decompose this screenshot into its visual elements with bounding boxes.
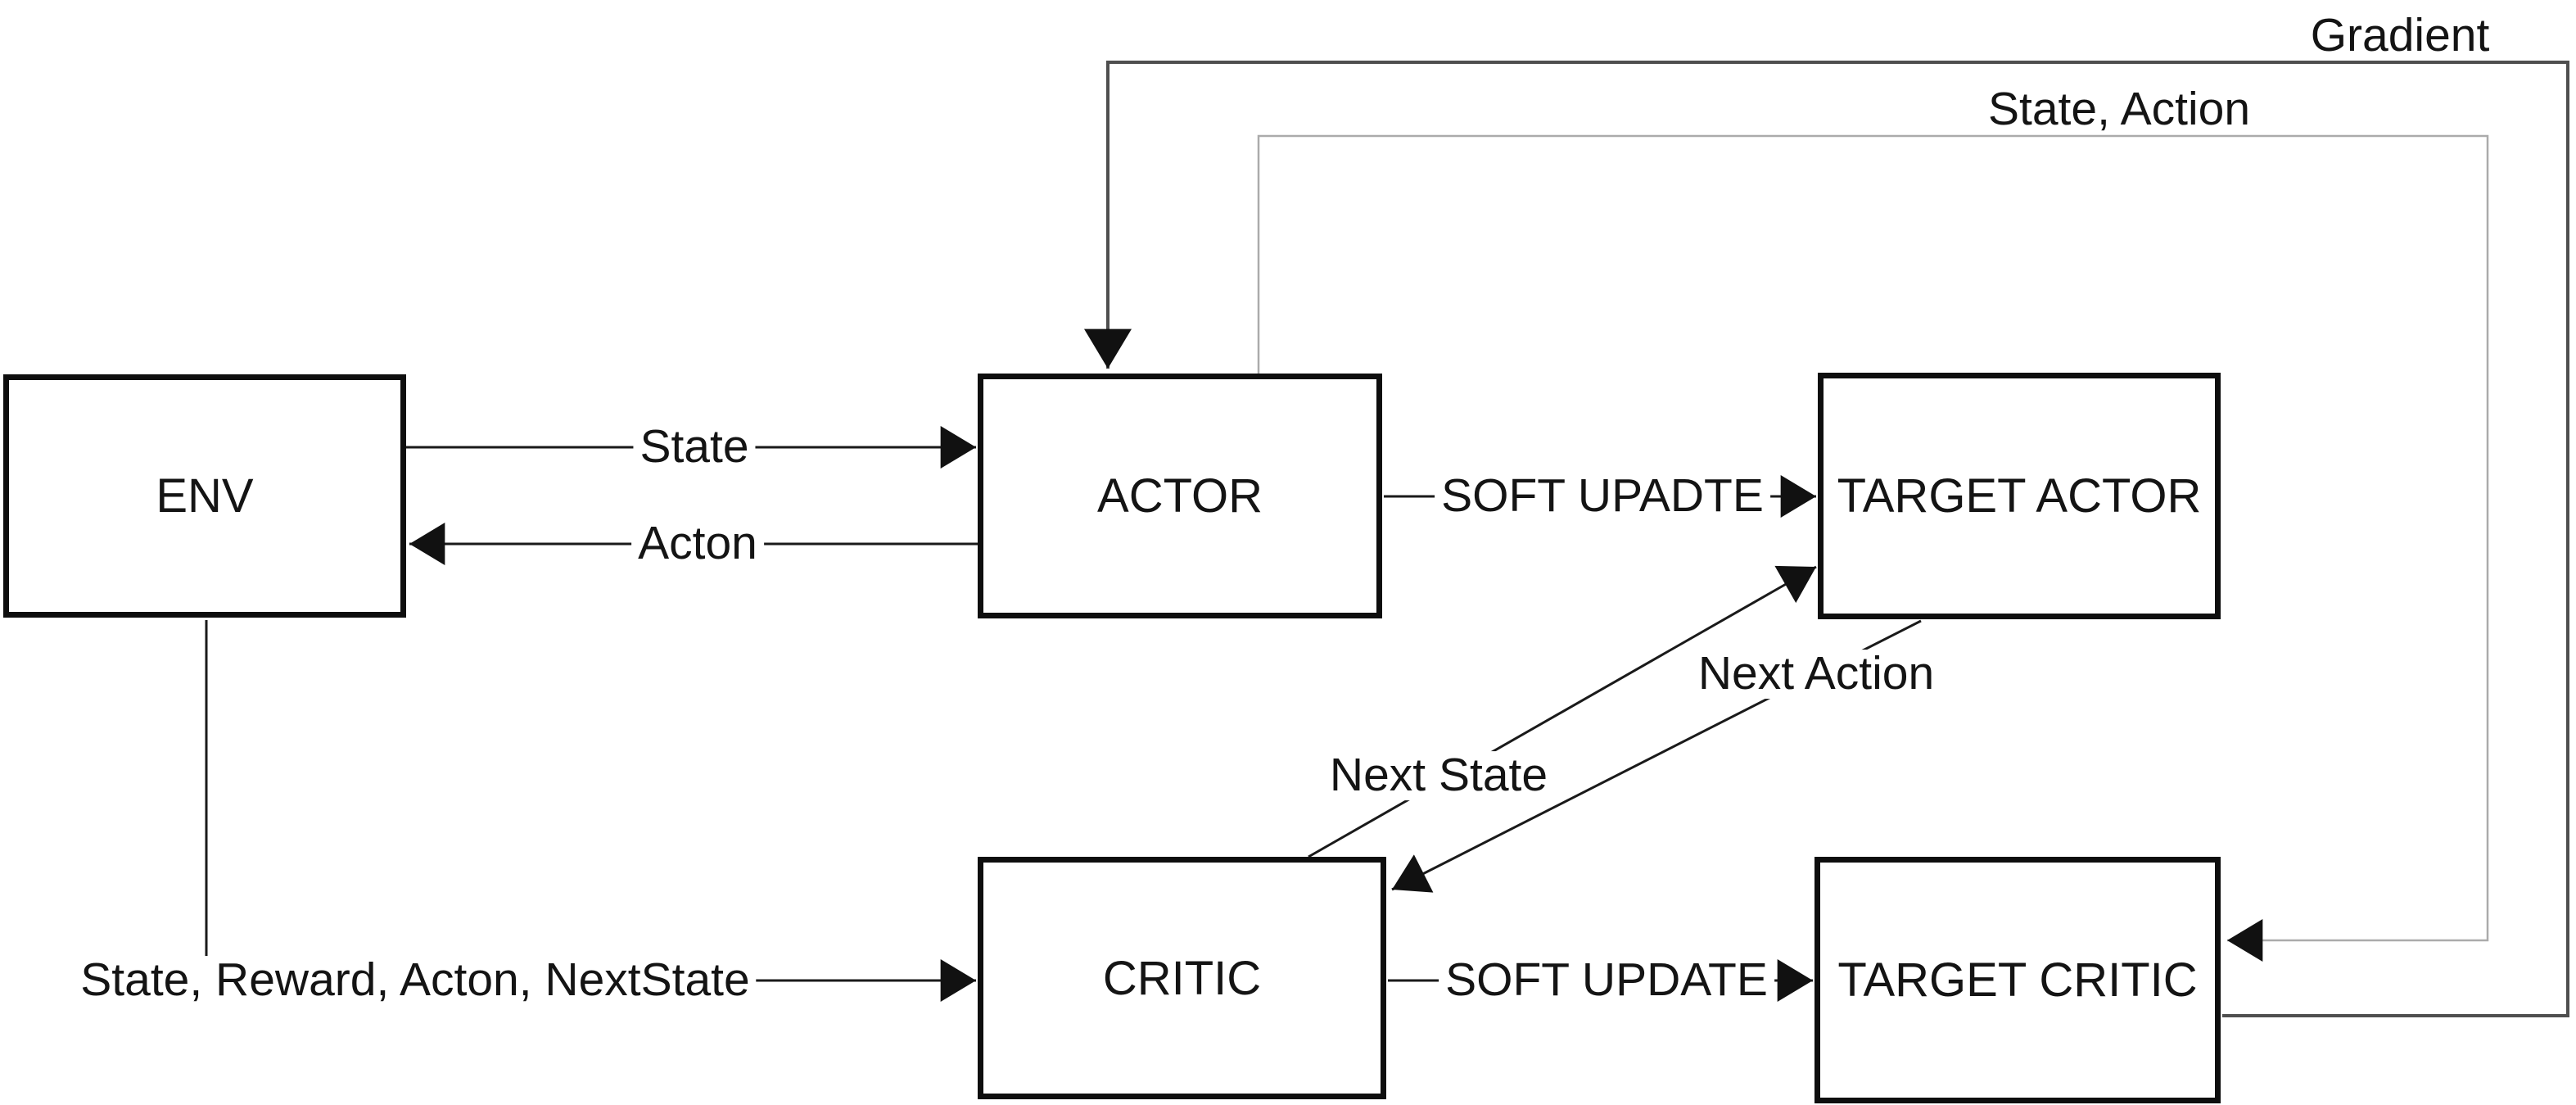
- soft-update-critic-edge-label: SOFT UPDATE: [1439, 955, 1774, 1005]
- replay-edge-label: State, Reward, Acton, NextState: [74, 955, 757, 1005]
- acton-edge-label: Acton: [631, 519, 764, 568]
- state-edge-label: State: [633, 422, 756, 472]
- critic-box: CRITIC: [978, 857, 1386, 1099]
- gradient-edge-label: Gradient: [2310, 9, 2490, 62]
- target-critic-box-label: TARGET CRITIC: [1837, 953, 2198, 1007]
- next-action-edge-label: Next Action: [1691, 649, 1941, 699]
- next-state-arrow: [1308, 565, 1817, 858]
- actor-box-label: ACTOR: [1097, 469, 1263, 523]
- gradient-connector: [1084, 61, 2569, 1017]
- target-critic-box: TARGET CRITIC: [1814, 857, 2221, 1103]
- replay-arrow: [205, 620, 976, 1002]
- critic-box-label: CRITIC: [1102, 951, 1262, 1005]
- target-actor-box-label: TARGET ACTOR: [1837, 469, 2202, 523]
- state-action-edge-label: State, Action: [1987, 83, 2251, 136]
- env-box-label: ENV: [156, 469, 254, 523]
- soft-update-actor-edge-label: SOFT UPADTE: [1435, 471, 1770, 521]
- state-action-connector: [1257, 134, 2489, 962]
- target-actor-box: TARGET ACTOR: [1818, 373, 2221, 619]
- actor-box: ACTOR: [978, 374, 1382, 618]
- next-state-edge-label: Next State: [1322, 750, 1555, 800]
- env-box: ENV: [3, 374, 406, 618]
